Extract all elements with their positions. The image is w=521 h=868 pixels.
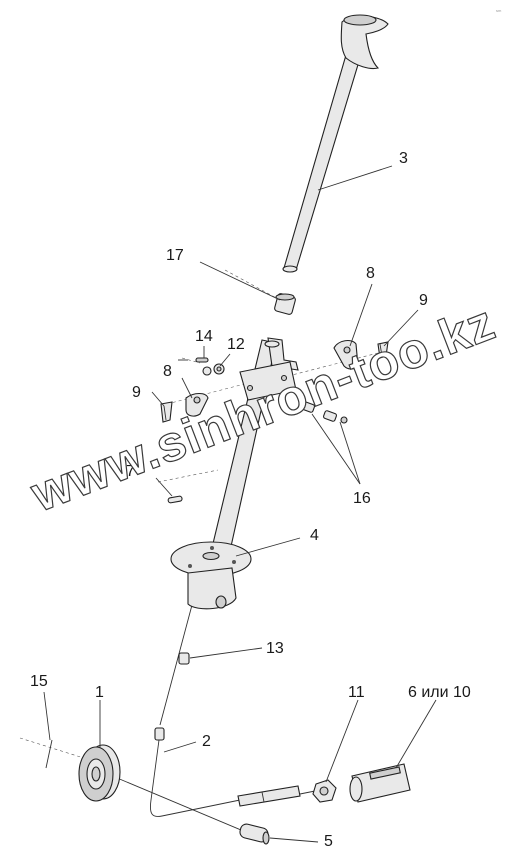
callout-14: 14	[195, 328, 213, 345]
part-cotter-pin	[45, 739, 53, 769]
part-cam-right	[333, 339, 359, 370]
part-small-pin	[178, 357, 209, 363]
part-housing	[170, 337, 299, 610]
part-lever-rod	[282, 14, 389, 273]
part-clip-right	[377, 341, 389, 359]
part-nut	[312, 779, 337, 803]
part-fork	[349, 763, 411, 803]
callout-13: 13	[266, 640, 284, 657]
callout-8-right: 8	[366, 265, 375, 282]
callout-labels: 3 17 8 9 14 12 8 9 7 16 4 13 15 1 2 11 6…	[30, 150, 471, 850]
callout-5: 5	[324, 833, 333, 850]
part-cable	[150, 727, 301, 817]
part-sleeve	[178, 652, 190, 665]
part-pulley	[78, 744, 121, 802]
part-washer	[202, 363, 225, 376]
callout-1: 1	[95, 684, 104, 701]
callout-17: 17	[166, 247, 184, 264]
part-bushing	[274, 293, 296, 315]
part-bolts	[301, 401, 348, 424]
part-cam-left	[185, 392, 209, 417]
callout-2: 2	[202, 733, 211, 750]
callout-11: 11	[348, 684, 365, 701]
callout-9-right: 9	[419, 292, 428, 309]
watermark: www.sinhron-too.kz	[23, 294, 503, 523]
callout-16: 16	[353, 490, 371, 507]
callout-3: 3	[399, 150, 408, 167]
part-cable-end	[239, 823, 270, 845]
callout-7: 7	[126, 463, 135, 480]
callout-8-left: 8	[163, 363, 172, 380]
callout-9-left: 9	[132, 384, 141, 401]
callout-15: 15	[30, 673, 48, 690]
corner-mark: sm	[496, 8, 502, 13]
callout-12: 12	[227, 336, 245, 353]
part-clip-left	[160, 401, 173, 423]
callout-leader-lines	[43, 165, 437, 843]
callout-4: 4	[310, 527, 319, 544]
callout-6-or-10: 6 или 10	[408, 684, 471, 701]
part-pin	[167, 495, 183, 504]
